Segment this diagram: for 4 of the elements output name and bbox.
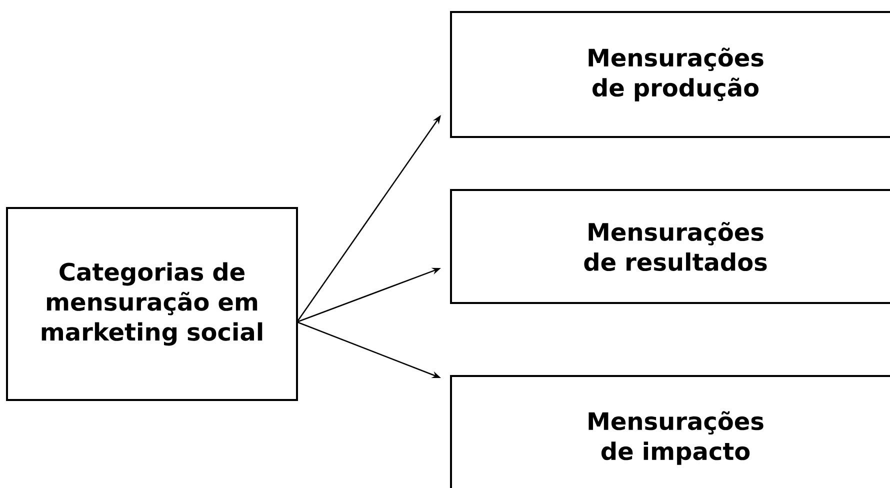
text-box: Mensurações de impacto <box>450 375 890 488</box>
text-box: Mensurações de produção <box>450 11 890 138</box>
text-box: Categorias de mensuração em marketing social <box>6 207 298 401</box>
text-box: Mensurações de resultados <box>450 189 890 304</box>
